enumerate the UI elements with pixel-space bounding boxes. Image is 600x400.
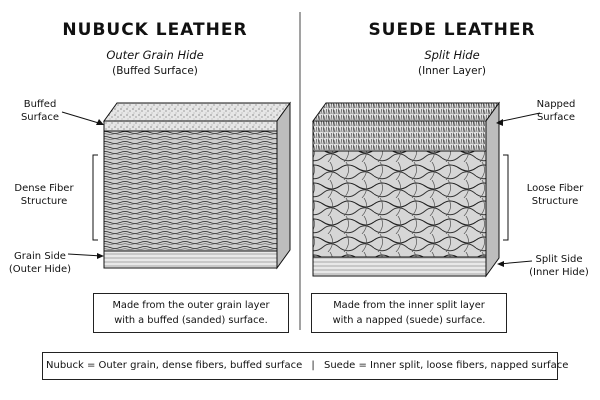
nubuck-label-top-line1: Buffed xyxy=(23,99,57,110)
nubuck-label-bottom: Grain Side (Outer Hide) xyxy=(4,250,76,276)
nubuck-note-line2: with a buffed (sanded) surface. xyxy=(114,315,268,326)
nubuck-right-face xyxy=(276,101,291,270)
suede-middle-bracket xyxy=(503,154,509,241)
suede-note-line1: Made from the inner split layer xyxy=(333,300,485,311)
suede-fiber-body xyxy=(312,150,487,258)
suede-label-top-line2: Surface xyxy=(536,112,576,123)
suede-split-band xyxy=(312,256,487,277)
nubuck-label-top: Buffed Surface xyxy=(10,98,70,124)
nubuck-note-box: Made from the outer grain layer with a b… xyxy=(93,293,289,333)
suede-label-top: Napped Surface xyxy=(526,98,586,124)
suede-top-arrowhead xyxy=(496,119,503,126)
nubuck-subtitle: Outer Grain Hide xyxy=(106,48,204,62)
suede-subnote: (Inner Layer) xyxy=(418,65,486,77)
nubuck-middle-bracket xyxy=(92,154,98,241)
suede-label-middle-line2: Structure xyxy=(531,196,579,207)
suede-label-top-line1: Napped xyxy=(536,99,576,110)
nubuck-grain-band xyxy=(103,250,278,269)
suede-label-bottom-line1: Split Side xyxy=(535,254,583,265)
suede-block xyxy=(312,101,500,278)
nubuck-subnote: (Buffed Surface) xyxy=(112,65,198,77)
nubuck-label-middle-line2: Structure xyxy=(20,196,68,207)
suede-subtitle: Split Hide xyxy=(424,48,480,62)
suede-title: SUEDE LEATHER xyxy=(368,20,536,40)
summary-separator: | xyxy=(311,360,315,371)
nubuck-label-top-line2: Surface xyxy=(20,112,60,123)
nubuck-title: NUBUCK LEATHER xyxy=(62,20,248,40)
nubuck-top-arrow xyxy=(61,111,103,125)
nubuck-bottom-arrow xyxy=(67,253,103,257)
summary-suede: Suede = Inner split, loose fibers, nappe… xyxy=(323,360,569,371)
summary-nubuck: Nubuck = Outer grain, dense fibers, buff… xyxy=(46,360,303,371)
nubuck-label-middle-line1: Dense Fiber xyxy=(14,183,74,194)
suede-note-box: Made from the inner split layer with a n… xyxy=(311,293,507,333)
nubuck-label-bottom-line1: Grain Side xyxy=(14,251,66,262)
suede-right-face xyxy=(485,101,500,278)
suede-label-middle: Loose Fiber Structure xyxy=(514,182,596,208)
suede-label-middle-line1: Loose Fiber xyxy=(526,183,584,194)
nubuck-label-bottom-line2: (Outer Hide) xyxy=(8,264,72,275)
suede-note-line2: with a napped (suede) surface. xyxy=(332,315,486,326)
nubuck-note-line1: Made from the outer grain layer xyxy=(112,300,270,311)
suede-top-arrow xyxy=(497,112,541,123)
nubuck-top-arrowhead xyxy=(96,119,104,125)
suede-label-bottom: Split Side (Inner Hide) xyxy=(522,253,596,279)
suede-surface-band xyxy=(312,120,487,152)
suede-top-face xyxy=(312,102,500,122)
nubuck-block xyxy=(103,101,291,270)
suede-label-bottom-line2: (Inner Hide) xyxy=(529,267,589,278)
nubuck-surface-band xyxy=(103,120,278,132)
summary-box: Nubuck = Outer grain, dense fibers, buff… xyxy=(42,352,568,380)
suede-bottom-arrowhead xyxy=(497,261,504,267)
nubuck-top-face xyxy=(103,102,291,122)
nubuck-bottom-arrowhead xyxy=(97,253,104,259)
nubuck-fiber-body xyxy=(103,130,278,252)
nubuck-label-middle: Dense Fiber Structure xyxy=(4,182,84,208)
suede-bottom-arrow xyxy=(498,260,533,265)
